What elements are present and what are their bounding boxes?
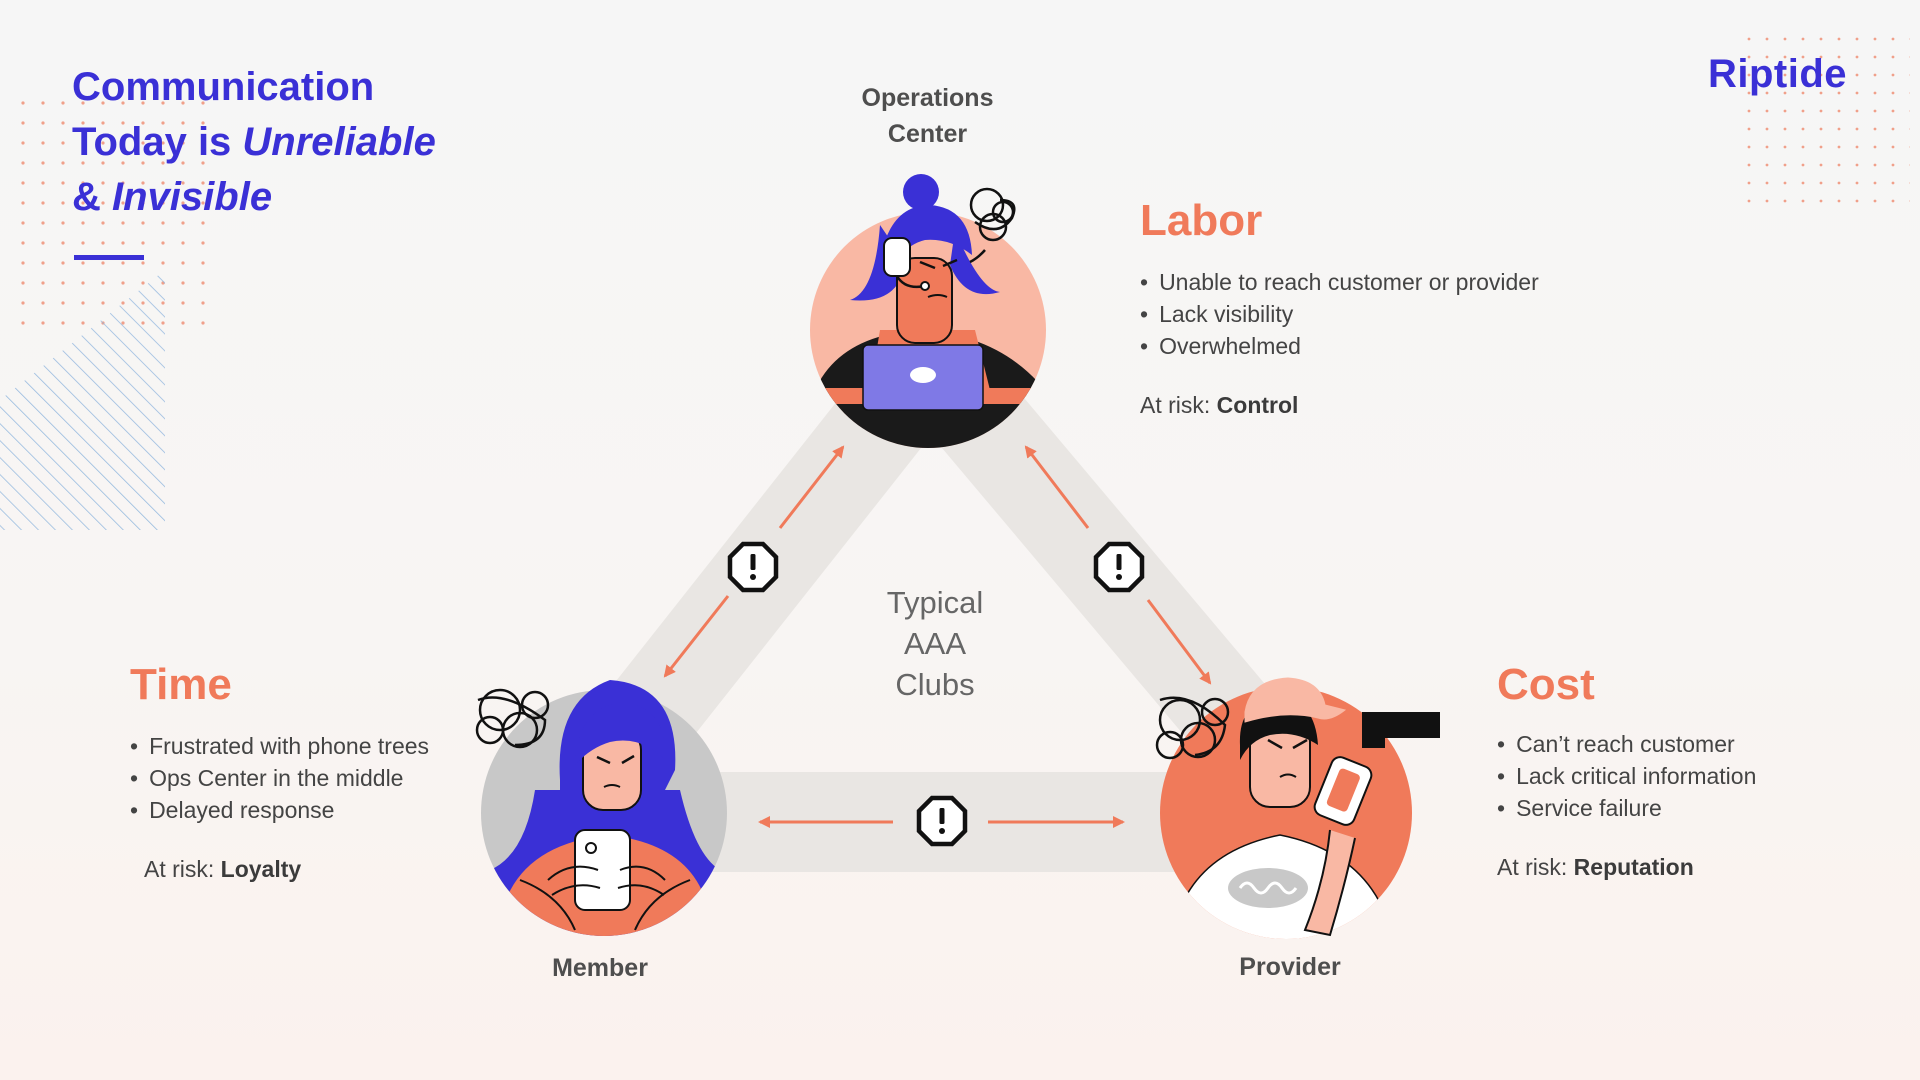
headline-underline [74,255,144,260]
cost-risk: At risk: Reputation [1497,854,1756,881]
headline-line-1: Communication [72,60,542,115]
cost-risk-value: Reputation [1574,854,1694,880]
headline-line-2: Today is Unreliable [72,115,542,170]
riptide-logo: Riptide [1708,52,1847,97]
time-bullets: Frustrated with phone trees Ops Center i… [130,730,429,826]
list-item: Lack visibility [1140,298,1539,330]
center-label-line-3: Clubs [840,664,1030,705]
member-label: Member [500,950,700,986]
list-item: Unable to reach customer or provider [1140,266,1539,298]
list-item: Frustrated with phone trees [130,730,429,762]
list-item: Lack critical information [1497,760,1756,792]
alert-octagon-icon [1096,544,1142,590]
center-label-line-1: Typical [840,582,1030,623]
provider-avatar [1157,678,1440,950]
cost-risk-prefix: At risk: [1497,854,1574,880]
labor-risk-value: Control [1217,392,1299,418]
operations-center-label-line-2: Center [820,116,1035,152]
cost-bullets: Can’t reach customer Lack critical infor… [1497,728,1756,824]
cost-title: Cost [1497,660,1756,710]
alert-octagon-icon [919,798,965,844]
alert-octagon-icon [730,544,776,590]
list-item: Ops Center in the middle [130,762,429,794]
labor-risk-prefix: At risk: [1140,392,1217,418]
page-headline: Communication Today is Unreliable & Invi… [72,60,542,225]
center-label-line-2: AAA [840,623,1030,664]
operations-center-label: Operations Center [820,80,1035,152]
list-item: Overwhelmed [1140,330,1539,362]
operations-center-avatar [810,174,1046,450]
headline-line-2-prefix: Today is [72,120,242,164]
time-risk-prefix: At risk: [144,856,221,882]
list-item: Delayed response [130,794,429,826]
headline-line-3: & Invisible [72,170,542,225]
cost-section: Cost Can’t reach customer Lack critical … [1497,660,1756,881]
laptop-icon [863,345,983,410]
operations-center-label-line-1: Operations [820,80,1035,116]
time-risk-value: Loyalty [221,856,302,882]
provider-label: Provider [1190,949,1390,985]
labor-bullets: Unable to reach customer or provider Lac… [1140,266,1539,362]
time-section: Time Frustrated with phone trees Ops Cen… [130,660,429,883]
headline-emphasis-unreliable: Unreliable [242,120,435,164]
diagram-center-label: Typical AAA Clubs [840,582,1030,705]
labor-title: Labor [1140,196,1539,246]
headline-emphasis-invisible: Invisible [112,175,272,219]
headline-line-3-prefix: & [72,175,112,219]
list-item: Service failure [1497,792,1756,824]
list-item: Can’t reach customer [1497,728,1756,760]
time-title: Time [130,660,429,710]
labor-section: Labor Unable to reach customer or provid… [1140,196,1539,419]
time-risk: At risk: Loyalty [144,856,429,883]
labor-risk: At risk: Control [1140,392,1539,419]
